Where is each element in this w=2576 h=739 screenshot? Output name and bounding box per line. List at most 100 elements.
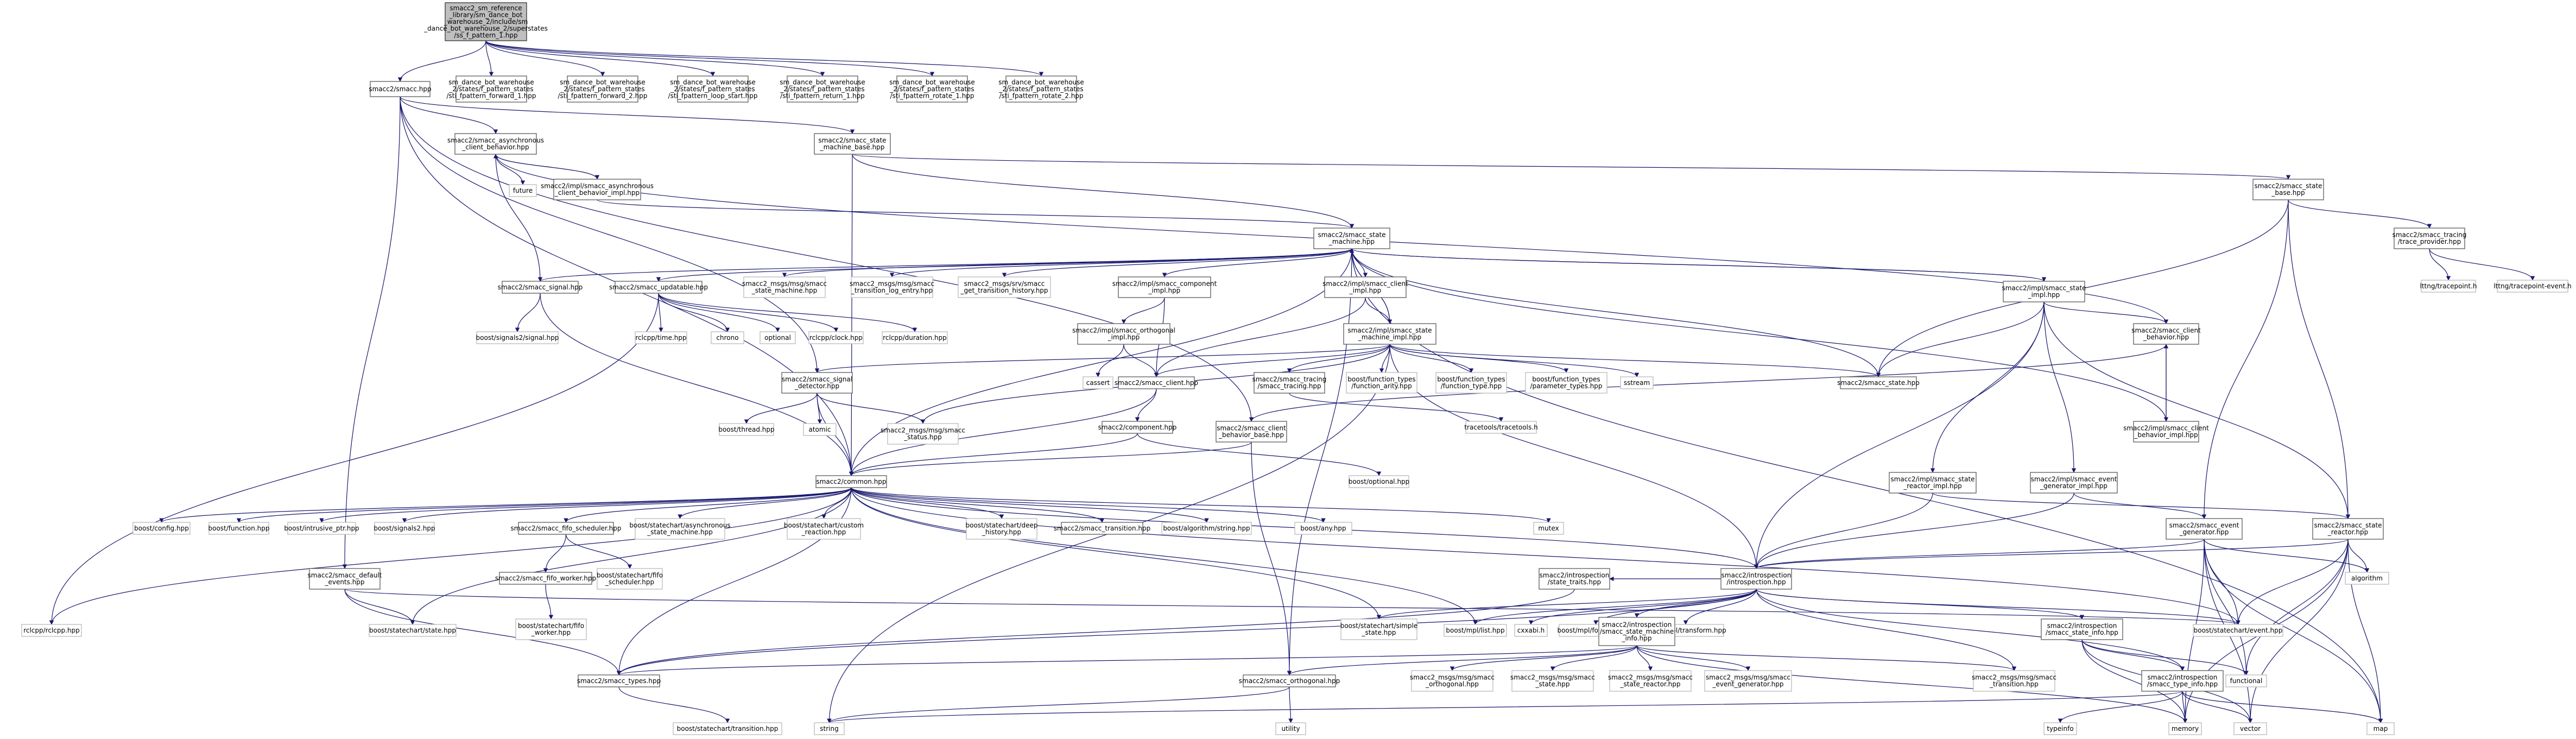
node-fwd1[interactable]: sm_dance_bot_warehouse_2/states/f_patter… <box>447 75 536 103</box>
node-sig_det[interactable]: smacc2/smacc_signal_detector.hpp <box>781 372 853 394</box>
node-box <box>1609 670 1692 692</box>
node-loop[interactable]: sm_dance_bot_warehouse_2/states/f_patter… <box>668 75 758 103</box>
node-signal[interactable]: smacc2/smacc_signal.hpp <box>498 281 583 294</box>
node-fifo_sched[interactable]: smacc2/smacc_fifo_scheduler.hpp <box>510 522 622 535</box>
node-async_cb_impl[interactable]: smacc2/impl/smacc_asynchronous_client_be… <box>541 179 654 200</box>
node-label-line: _2/states/f_pattern_states <box>560 85 644 93</box>
node-rot1[interactable]: sm_dance_bot_warehouse_2/states/f_patter… <box>889 75 975 103</box>
node-sm_info[interactable]: smacc2/introspection/smacc_state_machine… <box>1598 617 1675 646</box>
node-default_events[interactable]: smacc2/smacc_default_events.hpp <box>308 568 382 590</box>
edge-cb_base-to-common <box>849 441 1252 476</box>
node-transition[interactable]: smacc2/smacc_transition.hpp <box>1054 522 1150 535</box>
node-sm_impl[interactable]: smacc2/impl/smacc_state_machine_impl.hpp <box>1343 323 1436 345</box>
node-state_reactor[interactable]: smacc2/smacc_state_reactor.hpp <box>2312 518 2384 540</box>
node-sm_hpp[interactable]: smacc2/smacc_state_machine.hpp <box>1313 228 1390 249</box>
node-label-line: boost/statechart/state.hpp <box>369 627 456 634</box>
node-bmpl_list: boost/mpl/list.hpp <box>1444 624 1507 637</box>
edge-sm_hpp-to-state_hpp <box>1351 248 1881 377</box>
node-cb[interactable]: smacc2/smacc_client_behavior.hpp <box>2131 323 2201 345</box>
edge-type_info-to-typeinfo <box>2058 691 2183 723</box>
node-functional: functional <box>2225 674 2267 687</box>
node-label-line: functional <box>2230 677 2263 685</box>
edge-state_info-to-type_info <box>2081 639 2185 671</box>
edge-state_impl-to-state_hpp <box>1876 301 2045 377</box>
node-label-line: boost/statechart/simple <box>1340 622 1418 630</box>
node-msg_tle: smacc2_msgs/msg/smacc_transition_log_ent… <box>850 276 934 298</box>
node-orthogonal[interactable]: smacc2/smacc_orthogonal.hpp <box>1239 674 1340 687</box>
node-eg_impl[interactable]: smacc2/impl/smacc_event_generator_impl.h… <box>2030 472 2118 494</box>
node-label-line: boost/function_types <box>1347 376 1415 383</box>
node-label-line: boost/thread.hpp <box>718 426 774 433</box>
node-box <box>1102 421 1173 434</box>
node-sm_base[interactable]: smacc2/smacc_state_machine_base.hpp <box>814 133 891 155</box>
node-fifo_worker[interactable]: smacc2/smacc_fifo_worker.hpp <box>495 572 596 585</box>
edge-sig_det-to-msg_status <box>817 393 926 424</box>
node-box <box>815 475 887 488</box>
node-sr_impl[interactable]: smacc2/impl/smacc_state_reactor_impl.hpp <box>1889 472 1977 494</box>
node-component[interactable]: smacc2/component.hpp <box>1098 421 1177 434</box>
node-state_info[interactable]: smacc2/introspection/smacc_state_info.hp… <box>2041 618 2123 640</box>
edge-introspection-to-bmpl_list <box>1473 589 1757 625</box>
node-client_hpp[interactable]: smacc2/smacc_client.hpp <box>1115 376 1198 389</box>
node-label-line: _event_generator.hpp <box>1712 680 1784 688</box>
edge-sm_hpp-to-comp_impl <box>1162 248 1352 277</box>
node-common[interactable]: smacc2/common.hpp <box>815 475 887 488</box>
node-box <box>635 331 687 344</box>
edge-signal-to-signals2 <box>515 293 541 332</box>
node-label-line: smacc2/smacc_asynchronous <box>447 137 544 144</box>
node-box <box>743 276 826 298</box>
node-label-line: _reaction.hpp <box>801 528 846 536</box>
node-introspection[interactable]: smacc2/introspection/introspection.hpp <box>1720 568 1792 590</box>
node-ft_param: boost/function_types/parameter_types.hpp <box>1525 372 1607 394</box>
edge-introspection-to-bsc_simple <box>1376 589 1757 620</box>
node-fwd2[interactable]: sm_dance_bot_warehouse_2/states/f_patter… <box>558 75 648 103</box>
node-box <box>1083 376 1113 389</box>
node-smacc_hpp[interactable]: smacc2/smacc.hpp <box>369 81 432 97</box>
node-label-line: _worker.hpp <box>531 629 571 636</box>
edge-root-to-rot2 <box>485 40 1043 77</box>
node-state_traits[interactable]: smacc2/introspection/state_traits.hpp <box>1539 568 1610 590</box>
node-state_impl[interactable]: smacc2/impl/smacc_state_impl.hpp <box>2002 281 2086 302</box>
node-rot2[interactable]: sm_dance_bot_warehouse_2/states/f_patter… <box>998 75 1084 103</box>
node-label-line: _behavior.hpp <box>2143 333 2189 341</box>
node-label-line: /introspection.hpp <box>1726 578 1786 586</box>
node-label-line: _impl.hpp <box>2028 291 2060 299</box>
node-box <box>887 423 959 445</box>
edge-sm_info-to-msg_orth <box>1450 645 1637 671</box>
node-tracing2[interactable]: smacc2/smacc_tracing/smacc_tracing.hpp <box>1252 372 1327 394</box>
node-ret1[interactable]: sm_dance_bot_warehouse_2/states/f_patter… <box>780 75 865 103</box>
edge-updatable-to-rclcpp <box>49 293 659 625</box>
node-comp_impl[interactable]: smacc2/impl/smacc_component_impl.hpp <box>1112 276 1217 298</box>
node-ft_any: boost/function_types/function_arity.hpp <box>1346 372 1417 394</box>
node-lttng_tp: lttng/tracepoint.h <box>2420 280 2477 293</box>
node-types[interactable]: smacc2/smacc_types.hpp <box>577 674 661 687</box>
node-box <box>309 568 381 590</box>
node-root[interactable]: smacc2_sm_reference_library/sm_dance_bot… <box>423 2 548 41</box>
node-label-line: /state_traits.hpp <box>1548 578 1601 586</box>
edge-sm_impl-to-tracing2 <box>1287 344 1390 373</box>
node-cb_base[interactable]: smacc2/smacc_client_behavior_base.hpp <box>1216 421 1287 443</box>
node-updatable[interactable]: smacc2/smacc_updatable.hpp <box>609 281 708 294</box>
node-orth_impl[interactable]: smacc2/impl/smacc_orthogonal_impl.hpp <box>1072 323 1175 345</box>
node-box <box>1435 372 1507 394</box>
node-state_hpp[interactable]: smacc2/smacc_state.hpp <box>1837 376 1920 389</box>
node-box <box>814 722 845 735</box>
node-client_impl[interactable]: smacc2/impl/smacc_client_impl.hpp <box>1322 276 1408 298</box>
node-box <box>1216 421 1287 443</box>
edge-default_events-to-bsc_state <box>344 589 415 625</box>
node-box <box>2043 722 2077 735</box>
node-label-line: _behavior_base.hpp <box>1218 431 1284 439</box>
node-cb_impl[interactable]: smacc2/impl/smacc_client_behavior_impl.h… <box>2123 421 2209 443</box>
node-box <box>1243 674 1336 687</box>
node-tracing[interactable]: smacc2/smacc_tracing/trace_provider.hpp <box>2393 228 2467 249</box>
edge-client_hpp-to-component <box>1135 388 1157 422</box>
node-async_cb[interactable]: smacc2/smacc_asynchronous_client_behavio… <box>447 133 544 155</box>
node-event_gen[interactable]: smacc2/smacc_event_generator.hpp <box>2166 518 2243 540</box>
node-algorithm: algorithm <box>2345 572 2389 585</box>
edge-tracing-to-lttng_tpe <box>2429 248 2535 281</box>
node-label-line: memory <box>2172 725 2199 732</box>
node-state_base[interactable]: smacc2/smacc_state_base.hpp <box>2252 179 2324 200</box>
node-label-line: smacc2/common.hpp <box>816 478 886 485</box>
node-type_info[interactable]: smacc2/introspection/smacc_type_info.hpp <box>2141 670 2224 692</box>
node-box <box>2345 572 2389 585</box>
